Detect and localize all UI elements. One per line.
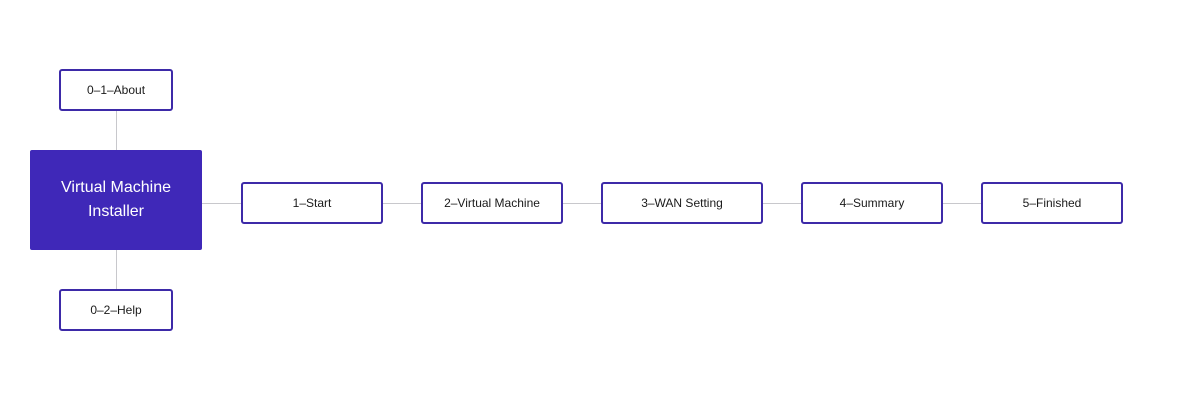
node-step-label: 5–Finished	[1022, 196, 1082, 210]
node-step-virtual-machine[interactable]: 2–Virtual Machine	[421, 182, 563, 224]
connector-root-to-start	[202, 203, 242, 204]
root-node-label-line2: Installer	[87, 203, 144, 220]
root-node-virtual-machine-installer[interactable]: Virtual Machine Installer	[30, 150, 202, 250]
node-step-finished[interactable]: 5–Finished	[981, 182, 1123, 224]
connector-wan-to-summary	[762, 203, 802, 204]
node-help-label: 0–2–Help	[90, 303, 142, 317]
root-node-label: Virtual Machine Installer	[61, 176, 171, 224]
node-about[interactable]: 0–1–About	[59, 69, 173, 111]
connector-start-to-virtual-machine	[382, 203, 422, 204]
node-step-label: 2–Virtual Machine	[444, 196, 540, 210]
node-step-wan-setting[interactable]: 3–WAN Setting	[601, 182, 763, 224]
node-step-start[interactable]: 1–Start	[241, 182, 383, 224]
node-step-label: 4–Summary	[839, 196, 905, 210]
node-step-label: 1–Start	[292, 196, 332, 210]
connector-virtual-machine-to-wan	[562, 203, 602, 204]
node-step-label: 3–WAN Setting	[641, 196, 723, 210]
connector-summary-to-finished	[942, 203, 982, 204]
node-about-label: 0–1–About	[86, 83, 146, 97]
node-help[interactable]: 0–2–Help	[59, 289, 173, 331]
root-node-label-line1: Virtual Machine	[61, 179, 171, 196]
connector-root-to-about	[116, 110, 117, 150]
node-step-summary[interactable]: 4–Summary	[801, 182, 943, 224]
connector-root-to-help	[116, 250, 117, 290]
